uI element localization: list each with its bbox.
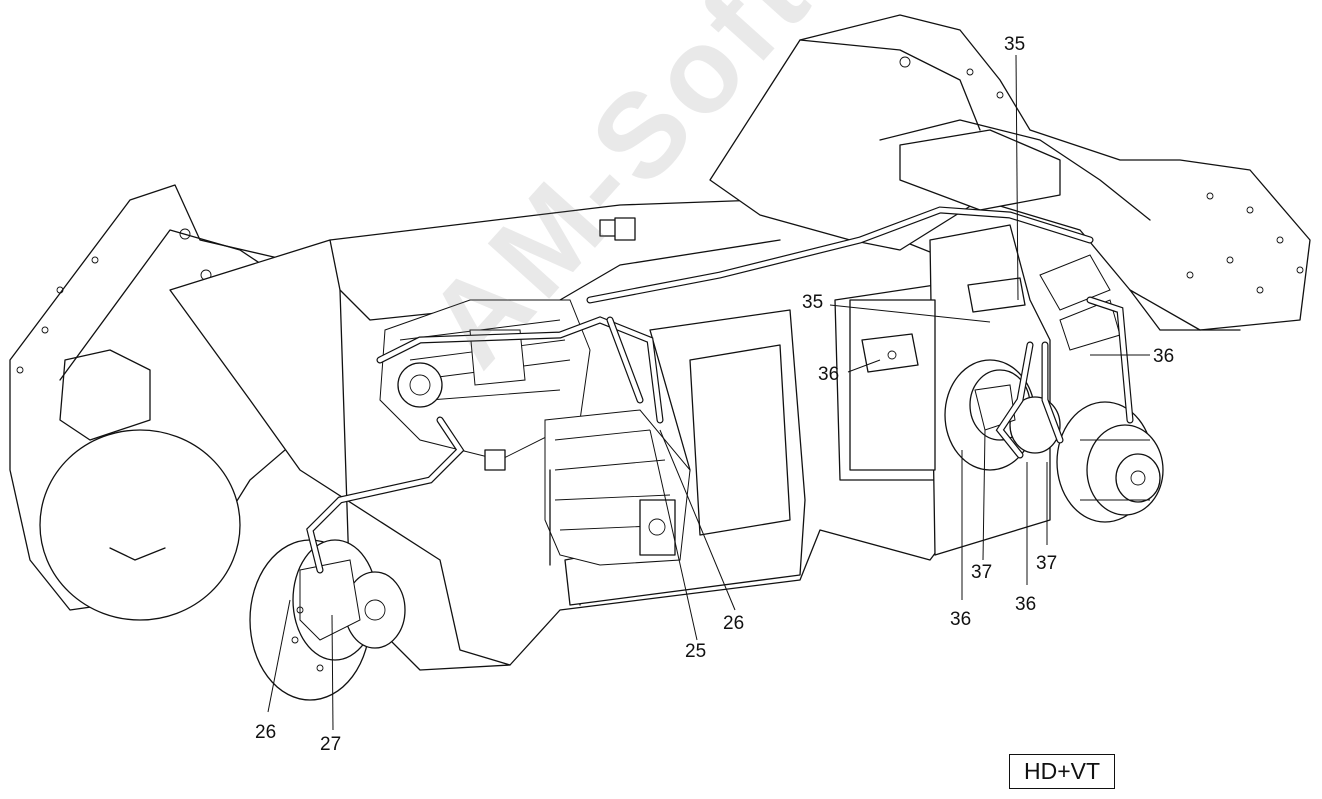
variant-label: HD+VT [1009, 754, 1115, 789]
callout-36: 36 [1015, 594, 1037, 615]
right-valve-blocks [861, 254, 1121, 373]
left-travel-motor [249, 539, 406, 701]
callout-35: 35 [802, 292, 824, 313]
callout-37: 37 [971, 562, 993, 583]
callout-36: 36 [818, 364, 840, 385]
callout-26: 26 [723, 613, 745, 634]
right-drum-guard [709, 14, 1311, 331]
hydraulic-hoses [306, 206, 1134, 574]
callout-35: 35 [1004, 34, 1026, 55]
callout-36: 36 [950, 609, 972, 630]
callout-leader-lines [267, 54, 1150, 731]
callout-25: 25 [685, 641, 707, 662]
callout-26: 26 [255, 722, 277, 743]
right-travel-motor-rear [1056, 401, 1164, 523]
callout-37: 37 [1036, 553, 1058, 574]
callout-36: 36 [1153, 346, 1175, 367]
callout-27: 27 [320, 734, 342, 755]
